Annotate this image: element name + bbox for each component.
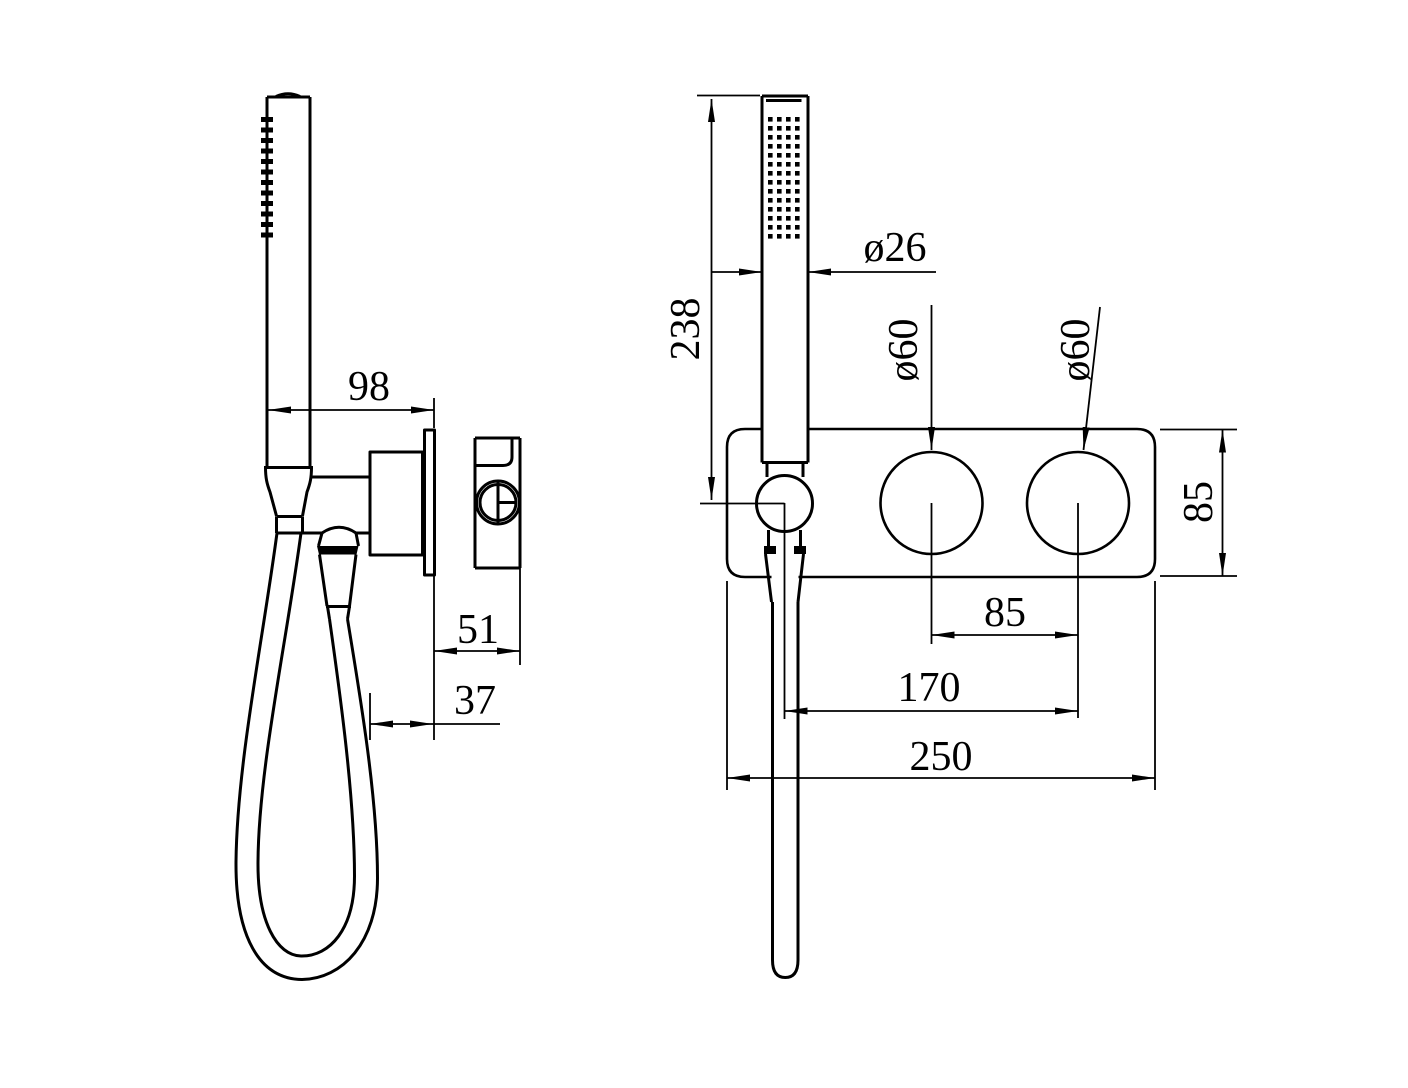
hose-front [771, 602, 800, 979]
front-view: 238 ø26 ø60 ø60 85 85 170 [663, 94, 1237, 979]
mounting-plate [725, 427, 1157, 579]
dim-label-60-left: ø60 [881, 319, 927, 382]
dim60-leader-right [1082, 306, 1101, 451]
holder-cup [275, 515, 304, 535]
wand-cap-arc [275, 92, 301, 98]
front-view-dimensions: 238 ø26 ø60 ø60 85 85 170 [663, 94, 1237, 790]
side-view-dimensions: 98 51 37 [268, 364, 521, 740]
dim-label-170: 170 [898, 665, 961, 711]
hose-inner-wall [256, 532, 356, 958]
side-view: 98 51 37 [234, 92, 522, 981]
plate-outline [725, 427, 1157, 579]
wand-neck [765, 462, 805, 477]
connector-band-left [764, 546, 776, 554]
hose-outer-wall [234, 532, 379, 981]
dim-label-60-right: ø60 [1053, 319, 1099, 382]
dim-label-98: 98 [348, 364, 390, 410]
handshower-side [261, 92, 312, 467]
dim-label-250: 250 [910, 734, 973, 780]
dim-label-238: 238 [663, 298, 709, 361]
inwall-body [473, 436, 522, 570]
dim-label-85-spacing: 85 [984, 590, 1026, 636]
holder-taper-left [264, 467, 278, 517]
holder-bracket-side [264, 466, 370, 535]
dim-label-51: 51 [457, 607, 499, 653]
spray-nozzles-side [261, 117, 275, 238]
connector-nipple [326, 605, 351, 620]
hose-side [234, 532, 379, 981]
mixer-valve-side [368, 428, 522, 577]
dim-label-85-plate: 85 [1176, 481, 1222, 523]
spray-face-grid [768, 117, 801, 239]
outlet-dome [321, 525, 357, 535]
connector-nut-band [317, 546, 359, 555]
handshower-front [760, 94, 810, 477]
valve-body [368, 450, 424, 557]
connector-collar-front [767, 530, 802, 546]
connector-cone [318, 554, 358, 607]
dim-label-26: ø26 [864, 225, 927, 271]
connector-sides [317, 532, 360, 547]
dim-label-37: 37 [454, 678, 496, 724]
wall-flange [423, 428, 436, 577]
lever-notch [475, 438, 514, 467]
holder-taper-right [301, 467, 313, 517]
connector-band-right [794, 546, 806, 554]
